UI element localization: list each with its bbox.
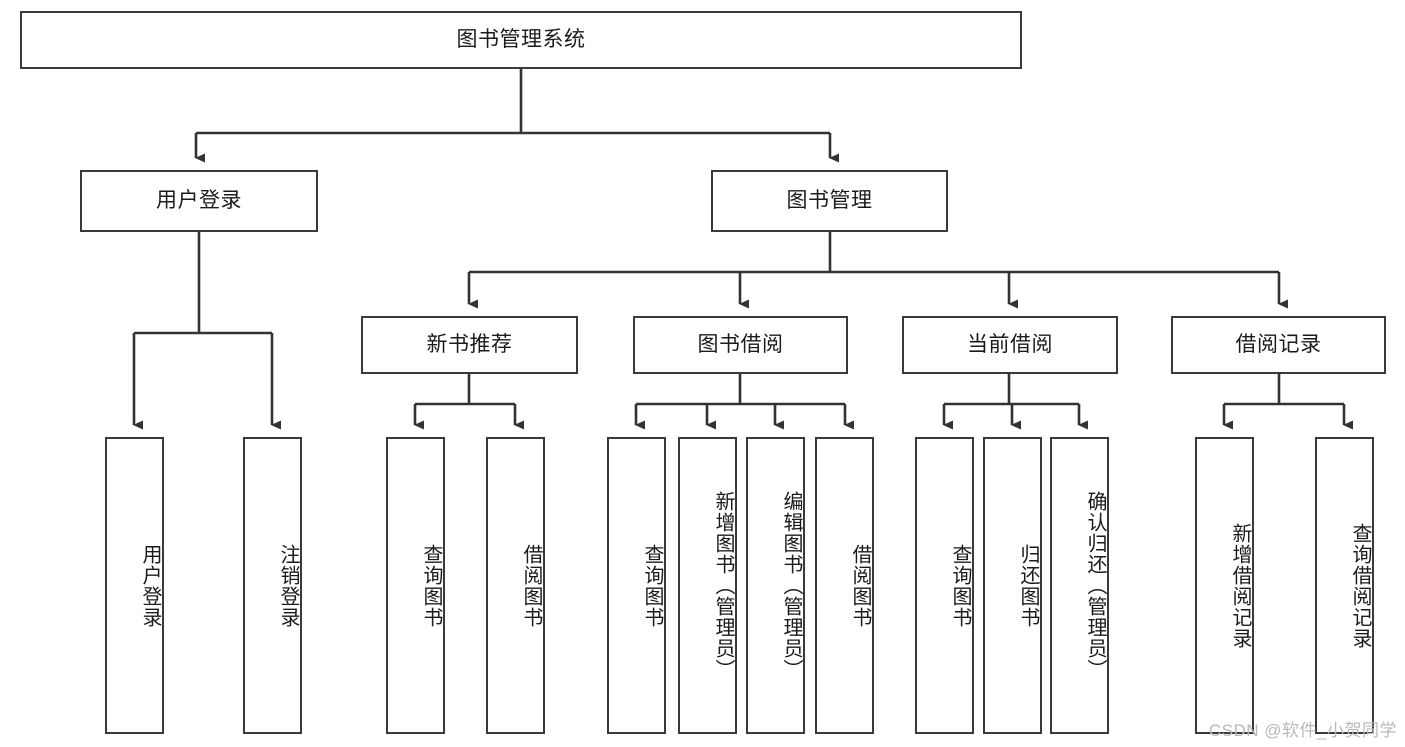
- node-borrow-record-label: 借阅记录: [1235, 333, 1322, 357]
- node-user-login[interactable]: 用户登录: [80, 170, 318, 232]
- node-root[interactable]: 图书管理系统: [20, 11, 1022, 69]
- node-leaf-add-book-label: 新增图书（管理员）: [712, 491, 734, 680]
- node-leaf-edit-book[interactable]: 编辑图书（管理员）: [746, 437, 805, 734]
- node-leaf-query-book-3[interactable]: 查询图书: [915, 437, 974, 734]
- node-leaf-query-book-3-label: 查询图书: [949, 543, 971, 628]
- node-leaf-query-book-1-label: 查询图书: [420, 543, 442, 628]
- node-new-book-recommend[interactable]: 新书推荐: [361, 316, 578, 374]
- node-leaf-query-book-2-label: 查询图书: [641, 543, 663, 628]
- node-leaf-query-record-label: 查询借阅记录: [1349, 522, 1371, 649]
- node-current-borrow-label: 当前借阅: [967, 333, 1053, 357]
- node-leaf-borrow-book-2-label: 借阅图书: [849, 543, 871, 628]
- node-leaf-edit-book-label: 编辑图书（管理员）: [780, 491, 802, 680]
- node-leaf-logout[interactable]: 注销登录: [243, 437, 302, 734]
- node-leaf-user-login[interactable]: 用户登录: [105, 437, 164, 734]
- node-user-login-label: 用户登录: [156, 189, 242, 213]
- node-leaf-add-book[interactable]: 新增图书（管理员）: [678, 437, 737, 734]
- node-leaf-confirm-return-label: 确认归还（管理员）: [1084, 491, 1106, 680]
- node-leaf-logout-label: 注销登录: [277, 543, 299, 628]
- node-root-label: 图书管理系统: [456, 28, 586, 52]
- node-leaf-borrow-book-1[interactable]: 借阅图书: [486, 437, 545, 734]
- node-leaf-query-record[interactable]: 查询借阅记录: [1315, 437, 1374, 734]
- node-book-manage-label: 图书管理: [786, 189, 873, 213]
- node-book-borrow-label: 图书借阅: [697, 333, 784, 357]
- node-leaf-query-book-1[interactable]: 查询图书: [386, 437, 445, 734]
- node-book-borrow[interactable]: 图书借阅: [633, 316, 848, 374]
- node-new-book-recommend-label: 新书推荐: [426, 333, 513, 357]
- node-leaf-borrow-book-2[interactable]: 借阅图书: [815, 437, 874, 734]
- node-leaf-add-record-label: 新增借阅记录: [1229, 522, 1251, 649]
- node-leaf-add-record[interactable]: 新增借阅记录: [1195, 437, 1254, 734]
- node-leaf-query-book-2[interactable]: 查询图书: [607, 437, 666, 734]
- node-current-borrow[interactable]: 当前借阅: [902, 316, 1118, 374]
- node-borrow-record[interactable]: 借阅记录: [1171, 316, 1386, 374]
- watermark-text: CSDN @软件_小贺同学: [1208, 721, 1397, 740]
- node-leaf-return-book[interactable]: 归还图书: [983, 437, 1042, 734]
- node-leaf-return-book-label: 归还图书: [1017, 543, 1039, 628]
- node-book-manage[interactable]: 图书管理: [711, 170, 948, 232]
- node-leaf-confirm-return[interactable]: 确认归还（管理员）: [1050, 437, 1109, 734]
- node-leaf-borrow-book-1-label: 借阅图书: [520, 543, 542, 628]
- node-leaf-user-login-label: 用户登录: [139, 543, 161, 628]
